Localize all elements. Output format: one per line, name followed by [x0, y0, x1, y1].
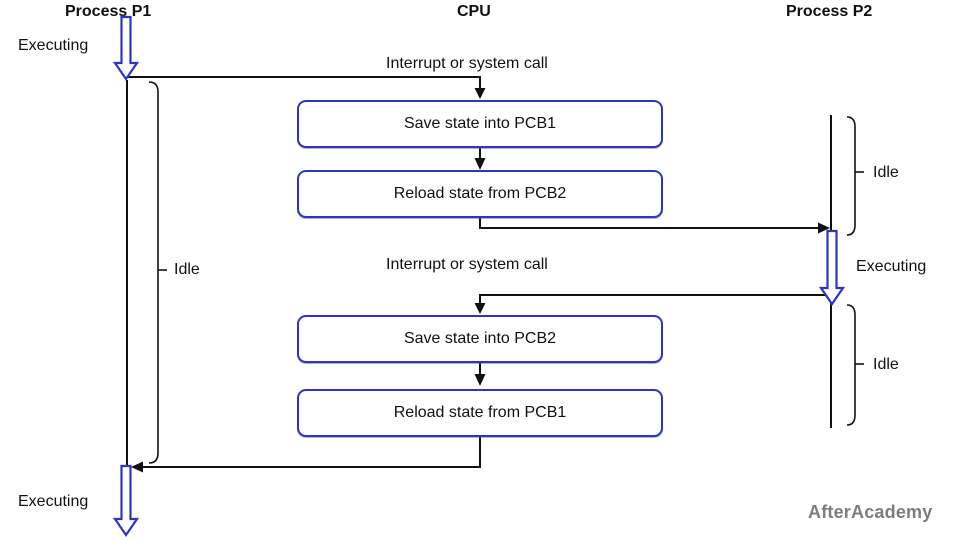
- step-box-label: Save state into PCB1: [403, 115, 557, 132]
- step-box-reload-pcb2: Reload state from PCB2: [297, 170, 663, 218]
- step-box-label: Reload state from PCB2: [393, 185, 567, 202]
- step-box-save-pcb1: Save state into PCB1: [297, 100, 663, 148]
- step-box-label: Reload state from PCB1: [393, 404, 567, 421]
- to-p2-arrowhead-icon: [818, 222, 830, 234]
- step-box-label: Save state into PCB2: [403, 330, 557, 347]
- to-p1-arrowhead-icon: [131, 461, 143, 473]
- label-idle-p2-top: Idle: [873, 164, 899, 181]
- interrupt1-arrowhead-icon: [474, 88, 486, 99]
- afteracademy-watermark: AfterAcademy: [808, 502, 933, 522]
- column-header-cpu: CPU: [457, 3, 491, 20]
- to-p2-connector: [479, 218, 818, 229]
- box3-box4-arrowhead-icon: [474, 374, 486, 386]
- box1-box2-arrowhead-icon: [474, 158, 486, 170]
- label-interrupt-1: Interrupt or system call: [386, 55, 548, 72]
- p1-executing-arrow-top-icon: [112, 15, 140, 81]
- label-executing-top: Executing: [18, 37, 89, 54]
- label-idle-p2-bottom: Idle: [873, 356, 899, 373]
- p2-executing-arrow-icon: [818, 229, 846, 306]
- p1-executing-arrow-bottom-icon: [112, 464, 140, 537]
- label-interrupt-2: Interrupt or system call: [386, 256, 548, 273]
- label-executing-right: Executing: [856, 258, 927, 275]
- p2-idle-brace-bottom: [846, 304, 856, 426]
- step-box-save-pcb2: Save state into PCB2: [297, 315, 663, 363]
- interrupt2-connector: [479, 294, 829, 304]
- column-header-process-p2: Process P2: [786, 3, 873, 20]
- interrupt2-arrowhead-icon: [474, 303, 486, 314]
- label-idle-p1: Idle: [174, 261, 200, 278]
- step-box-reload-pcb1: Reload state from PCB1: [297, 389, 663, 437]
- interrupt1-connector: [127, 76, 481, 88]
- p2-idle-brace-top: [846, 116, 856, 236]
- column-header-process-p1: Process P1: [65, 3, 152, 20]
- label-executing-bottom: Executing: [18, 493, 89, 510]
- p1-idle-brace: [148, 81, 159, 464]
- to-p1-connector: [143, 437, 481, 468]
